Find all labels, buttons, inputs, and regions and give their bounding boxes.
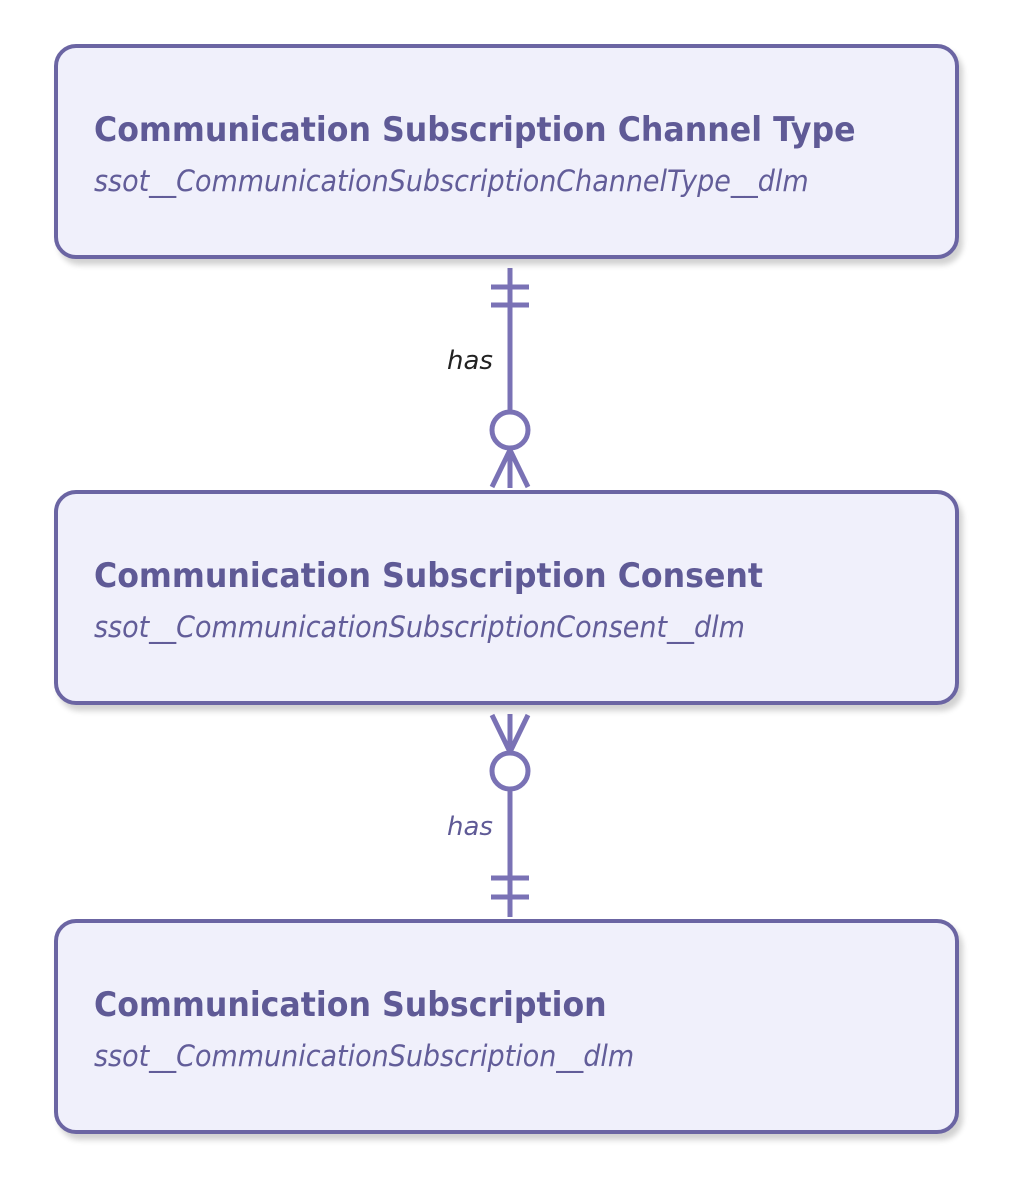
- entity-title: Communication Subscription Channel Type: [94, 110, 856, 150]
- relationship-1-connector: [489, 268, 531, 489]
- relationship-label: has: [447, 812, 493, 842]
- entity-communication-subscription-channel-type[interactable]: Communication Subscription Channel Type …: [54, 44, 959, 259]
- entity-communication-subscription[interactable]: Communication Subscription ssot__Communi…: [54, 919, 959, 1134]
- entity-title: Communication Subscription Consent: [94, 556, 764, 596]
- relationship-label: has: [447, 346, 493, 376]
- zero-circle-icon: [489, 409, 531, 451]
- zero-circle-icon: [489, 750, 531, 792]
- entity-api-name: ssot__CommunicationSubscriptionChannelTy…: [94, 164, 809, 198]
- entity-api-name: ssot__CommunicationSubscription__dlm: [94, 1039, 635, 1073]
- entity-communication-subscription-consent[interactable]: Communication Subscription Consent ssot_…: [54, 490, 959, 705]
- entity-title: Communication Subscription: [94, 985, 607, 1025]
- relationship-2-connector: [489, 713, 531, 917]
- crows-foot-icon: [489, 448, 513, 489]
- crows-foot-icon: [489, 713, 513, 754]
- entity-api-name: ssot__CommunicationSubscriptionConsent__…: [94, 610, 745, 644]
